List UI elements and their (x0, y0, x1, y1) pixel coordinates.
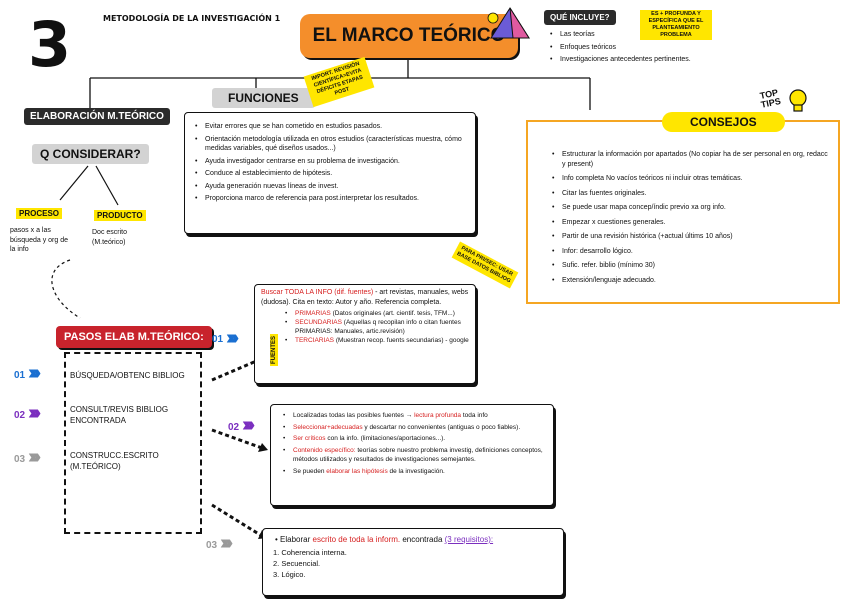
list-item: Se pueden elaborar las hipótesis de la i… (281, 467, 547, 477)
item-highlight: elaborar las hipótesis (326, 468, 387, 475)
list-item: Localizadas todas las posibles fuentes →… (281, 411, 547, 421)
list-item: Extensión/lenguaje adecuado. (550, 276, 828, 286)
considerar-question: Q CONSIDERAR? (32, 144, 149, 164)
list-item: Infor: desarrollo lógico. (550, 247, 828, 257)
detail-1-box: Buscar TODA LA INFO (dif. fuentes) - art… (254, 284, 476, 384)
step-3-number: 03 (14, 454, 25, 465)
list-item: Ayuda generación nuevas líneas de invest… (193, 182, 469, 192)
consejos-label: CONSEJOS (662, 112, 785, 132)
detail-1-chevron-icon: »» (226, 327, 230, 350)
funciones-label: FUNCIONES (212, 88, 315, 108)
item-highlight: Seleccionar+adecuadas (293, 424, 363, 431)
list-item: Se puede usar mapa concep/índic previo x… (550, 203, 828, 213)
list-item: Estructurar la información por apartados… (550, 150, 828, 169)
detail-2-chevron-icon: »» (242, 414, 246, 437)
proceso-text: pasos x a las búsqueda y org de la info (10, 226, 68, 255)
detail-3-mid: encontrada (402, 535, 442, 544)
list-item: Ser críticos con la info. (limitaciones/… (281, 434, 547, 444)
detail-3-req: (3 requisitos): (445, 535, 493, 544)
list-item: Evitar errores que se han cometido en es… (193, 122, 469, 132)
list-item: TERCIARIAS (Muestran recop. fuents secun… (283, 336, 469, 345)
item-post: con la info. (limitaciones/aportaciones.… (327, 435, 445, 442)
step-1-text: BÚSQUEDA/OBTENC BIBLIOG (70, 370, 198, 381)
detail-3-lead: Elaborar (280, 535, 310, 544)
course-title: METODOLOGÍA DE LA INVESTIGACIÓN 1 (103, 14, 280, 23)
detail-3-intro: • Elaborar escrito de toda la inform. en… (263, 529, 563, 544)
detail-1-lead: Buscar TODA LA INFO (dif. fuentes) (261, 289, 373, 296)
fuente-name: PRIMARIAS (295, 310, 331, 317)
item-highlight: Ser críticos (293, 435, 326, 442)
detail-3-box: • Elaborar escrito de toda la inform. en… (262, 528, 564, 596)
list-item: Seleccionar+adecuadas y descartar no con… (281, 423, 547, 433)
detail-2-number: 02 (228, 422, 239, 433)
producto-label: PRODUCTO (94, 210, 146, 221)
pyramid-icon (485, 6, 535, 42)
list-item: Sufic. refer. biblio (mínimo 30) (550, 261, 828, 271)
list-item: PRIMARIAS (Datos originales (art. cienti… (283, 309, 469, 318)
list-item: Empezar x cuestiones generales. (550, 218, 828, 228)
item-pre: Localizadas todas las posibles fuentes → (293, 412, 412, 419)
step-2-chevron-icon: »» (28, 402, 32, 425)
step-1-number: 01 (14, 370, 25, 381)
detail-2-list: Localizadas todas las posibles fuentes →… (271, 405, 553, 476)
list-item: 3. Lógico. (273, 569, 563, 580)
list-item: 1. Coherencia interna. (273, 547, 563, 558)
step-2-number: 02 (14, 410, 25, 421)
step-1-chevron-icon: »» (28, 362, 32, 385)
funciones-box: Evitar errores que se han cometido en es… (184, 112, 476, 234)
que-incluye-label: QUÉ INCLUYE? (544, 10, 616, 25)
step-3-chevron-icon: »» (28, 446, 32, 469)
item-post: toda info (463, 412, 488, 419)
detail-1-number: 01 (212, 334, 223, 345)
detail-3-reqs: 1. Coherencia interna. 2. Secuencial. 3.… (263, 544, 563, 580)
funciones-list: Evitar errores que se han cometido en es… (185, 113, 475, 204)
elaboracion-label: ELABORACIÓN M.TEÓRICO (24, 108, 170, 125)
list-item: Info completa No vacíos teóricos ni incl… (550, 174, 828, 184)
proceso-label: PROCESO (16, 208, 62, 219)
list-item: Partir de una revisión histórica (+actua… (550, 232, 828, 242)
detail-3-number: 03 (206, 540, 217, 551)
list-item: Proporciona marco de referencia para pos… (193, 194, 469, 204)
item-pre: Se pueden (293, 468, 324, 475)
list-item: Investigaciones antecedentes pertinentes… (548, 55, 738, 65)
item-highlight: Contenido específico: (293, 447, 356, 454)
que-incluye-note: ES + PROFUNDA Y ESPECÍFICA QUE EL PLANTE… (640, 10, 712, 40)
detail-1-intro: Buscar TODA LA INFO (dif. fuentes) - art… (255, 285, 475, 307)
item-post: de la investigación. (390, 468, 445, 475)
list-item: SECUNDARIAS (Aquellas q recopilan info o… (283, 318, 469, 336)
pasos-label: PASOS ELAB M.TEÓRICO: (56, 326, 212, 348)
list-item: Contenido específico: teorías sobre nues… (281, 446, 547, 465)
producto-text: Doc escrito (M.teórico) (92, 228, 152, 247)
fuente-desc: (Datos originales (art. cientif. tesis, … (333, 310, 455, 317)
consejos-list: Estructurar la información por apartados… (528, 122, 838, 285)
item-post: y descartar no convenientes (antiguas o … (364, 424, 520, 431)
detail-3-chevron-icon: »» (220, 532, 224, 555)
fuente-name: SECUNDARIAS (295, 319, 342, 326)
detail-3-highlight: escrito de toda la inform. (313, 535, 401, 544)
item-highlight: lectura profunda (414, 412, 461, 419)
step-2-text: CONSULT/REVIS BIBLIOG ENCONTRADA (70, 404, 194, 426)
step-3-text: CONSTRUCC.ESCRITO (M.TEÓRICO) (70, 450, 194, 472)
list-item: Ayuda investigador centrarse en su probl… (193, 157, 469, 167)
fuentes-label: FUENTES (270, 334, 278, 366)
list-item: Conduce al establecimiento de hipótesis. (193, 169, 469, 179)
fuentes-list: PRIMARIAS (Datos originales (art. cienti… (255, 307, 475, 345)
detail-2-box: Localizadas todas las posibles fuentes →… (270, 404, 554, 506)
list-item: Orientación metodología utilizada en otr… (193, 135, 469, 154)
chapter-number: 3 (28, 14, 69, 76)
fuente-desc: (Muestran recop. fuents secundarias) - g… (336, 337, 469, 344)
lightbulb-icon (786, 88, 810, 114)
list-item: Citar las fuentes originales. (550, 189, 828, 199)
consejos-box: Estructurar la información por apartados… (526, 120, 840, 304)
list-item: 2. Secuencial. (273, 558, 563, 569)
list-item: Enfoques teóricos (548, 43, 738, 53)
fuente-name: TERCIARIAS (295, 337, 334, 344)
